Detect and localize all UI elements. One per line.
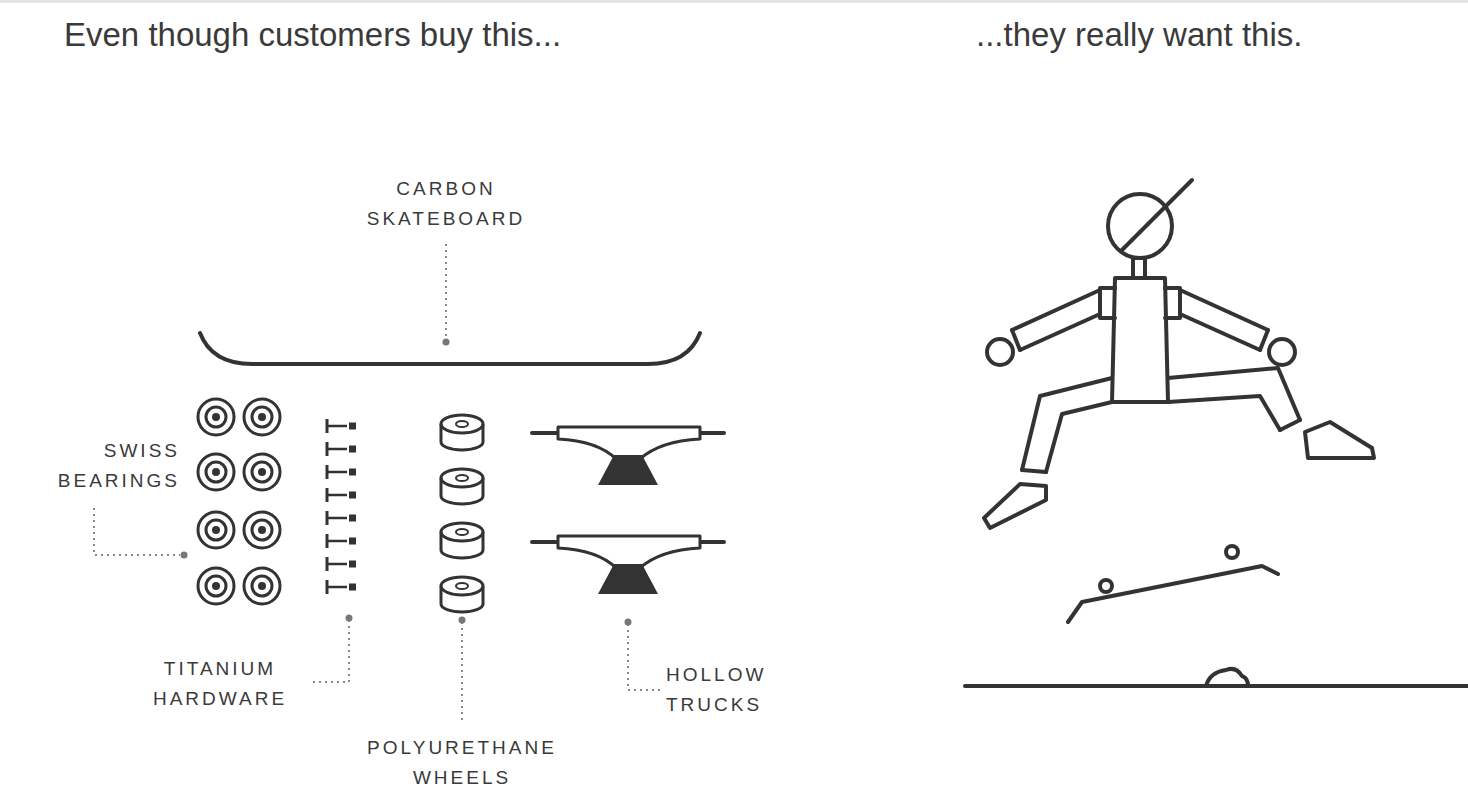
bearings <box>198 399 280 604</box>
nut <box>349 515 356 522</box>
bearing <box>244 568 280 604</box>
nut <box>349 584 356 591</box>
heading: ...they really want this. <box>976 16 1302 54</box>
bearing <box>198 512 234 548</box>
bearing <box>198 399 234 435</box>
bearing-race <box>206 520 226 540</box>
bolt-shaft <box>327 448 347 451</box>
bearing-hub <box>258 526 266 534</box>
wheel-face <box>441 469 483 487</box>
leader-dots <box>181 339 632 626</box>
bearing-race <box>252 520 272 540</box>
wheel-face <box>441 577 483 595</box>
bolt-shaft <box>327 494 347 497</box>
bolt-shaft <box>327 517 347 520</box>
wheel-core <box>456 421 468 427</box>
skater-figure <box>965 180 1468 686</box>
wheels <box>441 415 483 612</box>
bearing-hub <box>212 526 220 534</box>
bolt-shaft <box>327 563 347 566</box>
truck-hanger <box>558 427 700 459</box>
part-label: TITANIUM HARDWARE <box>122 654 318 714</box>
heading: Even though customers buy this... <box>64 16 561 54</box>
nut <box>349 423 356 430</box>
bearing-hub <box>258 582 266 590</box>
bearing-race <box>252 576 272 596</box>
part-label: HOLLOW TRUCKS <box>666 660 816 720</box>
wheel-face <box>441 523 483 541</box>
wheel-face <box>441 415 483 433</box>
part-label: SWISS BEARINGS <box>4 436 180 496</box>
bolt-shaft <box>327 540 347 543</box>
wheel-core <box>456 583 468 589</box>
bolt-shaft <box>327 425 347 428</box>
bearing-hub <box>258 468 266 476</box>
nut <box>349 538 356 545</box>
nut <box>349 492 356 499</box>
bearing-race <box>206 576 226 596</box>
bolts <box>327 419 356 594</box>
bearing-race <box>252 407 272 427</box>
truck-baseplate <box>598 455 658 485</box>
nut <box>349 561 356 568</box>
bolt-shaft <box>327 586 347 589</box>
bearing-race <box>252 462 272 482</box>
bearing-hub <box>212 468 220 476</box>
bearing-hub <box>258 413 266 421</box>
truck-baseplate <box>598 564 658 594</box>
bearing-race <box>206 462 226 482</box>
trucks <box>532 427 724 594</box>
bearing <box>244 399 280 435</box>
part-label: CARBON SKATEBOARD <box>330 174 562 234</box>
bearing <box>244 454 280 490</box>
bearing <box>198 454 234 490</box>
wheel-core <box>456 529 468 535</box>
bearing <box>244 512 280 548</box>
nut <box>349 469 356 476</box>
bearing <box>198 568 234 604</box>
nut <box>349 446 356 453</box>
part-label: POLYURETHANE WHEELS <box>336 733 588 793</box>
bearing-hub <box>212 582 220 590</box>
truck-hanger <box>558 536 700 568</box>
wheel-core <box>456 475 468 481</box>
bolt-shaft <box>327 471 347 474</box>
bearing-race <box>206 407 226 427</box>
skateboard-deck <box>200 333 700 364</box>
bearing-hub <box>212 413 220 421</box>
